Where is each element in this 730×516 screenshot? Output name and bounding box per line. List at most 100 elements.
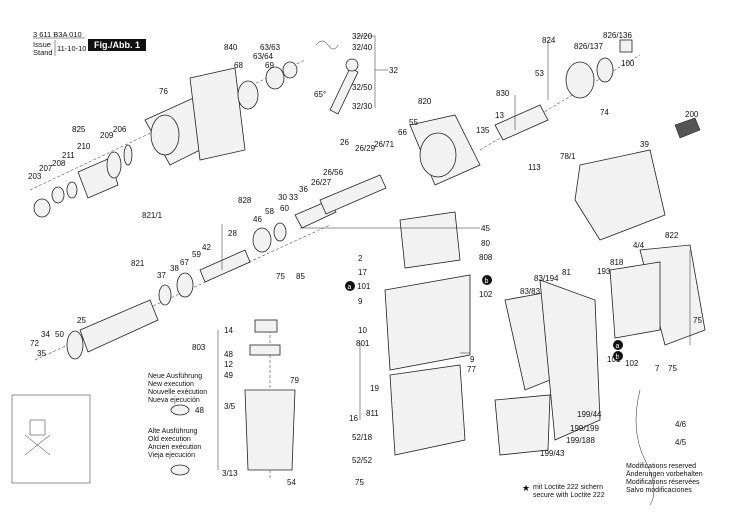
label-35: 35	[37, 349, 46, 358]
label-75-a: 75	[276, 272, 285, 281]
loctite-note-de: mit Loctite 222 sichern	[533, 484, 604, 491]
label-30: 30	[278, 193, 287, 202]
modifications-es: Salvo modificaciones	[626, 487, 692, 494]
label-77: 77	[467, 365, 476, 374]
label-199-188: 199/188	[566, 436, 595, 445]
label-199-43: 199/43	[540, 449, 565, 458]
label-33: 33	[289, 193, 298, 202]
label-72: 72	[30, 339, 39, 348]
label-85: 85	[296, 272, 305, 281]
label-58: 58	[265, 207, 274, 216]
label-801: 801	[356, 339, 370, 348]
label-32-20: 32/20	[352, 32, 373, 41]
gear-assembly	[494, 39, 633, 141]
rear-handle	[609, 244, 706, 346]
label-211: 211	[62, 151, 75, 160]
label-100: 100	[621, 59, 635, 68]
label-42: 42	[202, 243, 211, 252]
label-840: 840	[224, 43, 238, 52]
label-26-71: 26/71	[374, 140, 395, 149]
label-32-50: 32/50	[352, 83, 373, 92]
issue-date: 11-10-10	[57, 44, 87, 53]
label-69: 69	[265, 61, 274, 70]
drive-shaft-assembly	[66, 174, 387, 360]
label-14: 14	[224, 326, 233, 335]
label-101-a: 101	[357, 282, 371, 291]
label-199-199: 199/199	[570, 424, 599, 433]
label-32-40: 32/40	[352, 43, 373, 52]
label-48: 48	[224, 350, 233, 359]
label-65deg: 65°	[314, 90, 327, 99]
loctite-star-icon: ★	[522, 483, 531, 493]
label-7: 7	[655, 364, 660, 373]
label-80: 80	[481, 239, 490, 248]
label-36: 36	[299, 185, 308, 194]
legend-old-en: Old execution	[148, 436, 191, 443]
label-26-56: 26/56	[323, 168, 344, 177]
legend-new-de: Neue Ausführung	[148, 373, 203, 380]
label-3-5: 3/5	[224, 402, 236, 411]
label-822: 822	[665, 231, 679, 240]
modifications-en: Modifications reserved	[626, 463, 697, 470]
label-820: 820	[418, 97, 432, 106]
label-209: 209	[100, 131, 114, 140]
label-207: 207	[39, 164, 53, 173]
label-19: 19	[370, 384, 379, 393]
label-193: 193	[597, 267, 611, 276]
label-821: 821	[131, 259, 145, 268]
handle-cover	[574, 117, 701, 241]
label-200: 200	[685, 110, 699, 119]
label-55: 55	[409, 118, 418, 127]
label-9-a: 9	[358, 297, 363, 306]
label-37: 37	[157, 271, 166, 280]
label-79: 79	[290, 376, 299, 385]
label-75-c: 75	[693, 316, 702, 325]
label-2: 2	[358, 254, 363, 263]
label-76: 76	[159, 87, 168, 96]
label-825: 825	[72, 125, 86, 134]
callout-a-left	[345, 281, 355, 291]
stand-label: Stand	[33, 48, 53, 57]
callout-a-text-2: a	[616, 343, 620, 350]
label-28: 28	[228, 229, 237, 238]
label-13: 13	[495, 111, 504, 120]
lever-part	[315, 40, 359, 115]
label-102-a: 102	[479, 290, 493, 299]
label-66: 66	[398, 128, 407, 137]
label-38: 38	[170, 264, 179, 273]
label-16: 16	[349, 414, 358, 423]
label-26-27: 26/27	[311, 178, 332, 187]
legend-new-fr: Nouvelle exécution	[148, 389, 208, 396]
loctite-note-en: secure with Loctite 222	[533, 492, 605, 499]
label-81: 81	[562, 268, 571, 277]
bush-old	[170, 464, 190, 476]
drawing-number: 3 611 B3A 010	[33, 30, 82, 39]
modifications-de: Änderungen vorbehalten	[626, 471, 703, 478]
label-26-29: 26/29	[355, 144, 376, 153]
label-26: 26	[340, 138, 349, 147]
legend-old-fr: Ancien exécution	[148, 444, 202, 451]
label-102-b: 102	[625, 359, 639, 368]
motor-housing	[384, 211, 471, 456]
label-808: 808	[479, 253, 493, 262]
label-83-83: 83/83	[520, 287, 541, 296]
label-828: 828	[238, 196, 252, 205]
label-53: 53	[535, 69, 544, 78]
label-75-d: 75	[668, 364, 677, 373]
label-49: 49	[224, 371, 233, 380]
tool-holder-assembly	[33, 61, 298, 218]
label-210: 210	[77, 142, 91, 151]
inset-box	[11, 394, 91, 484]
label-25: 25	[77, 316, 86, 325]
label-83-194: 83/194	[534, 274, 559, 283]
label-826-136: 826/136	[603, 31, 632, 40]
label-3-13: 3/13	[222, 469, 238, 478]
power-cable	[635, 389, 655, 506]
figure-label: Fig./Abb. 1	[88, 39, 146, 51]
gear-housing	[409, 114, 481, 186]
issue-label: Issue	[33, 40, 51, 49]
label-63-63: 63/63	[260, 43, 281, 52]
label-203: 203	[28, 172, 42, 181]
